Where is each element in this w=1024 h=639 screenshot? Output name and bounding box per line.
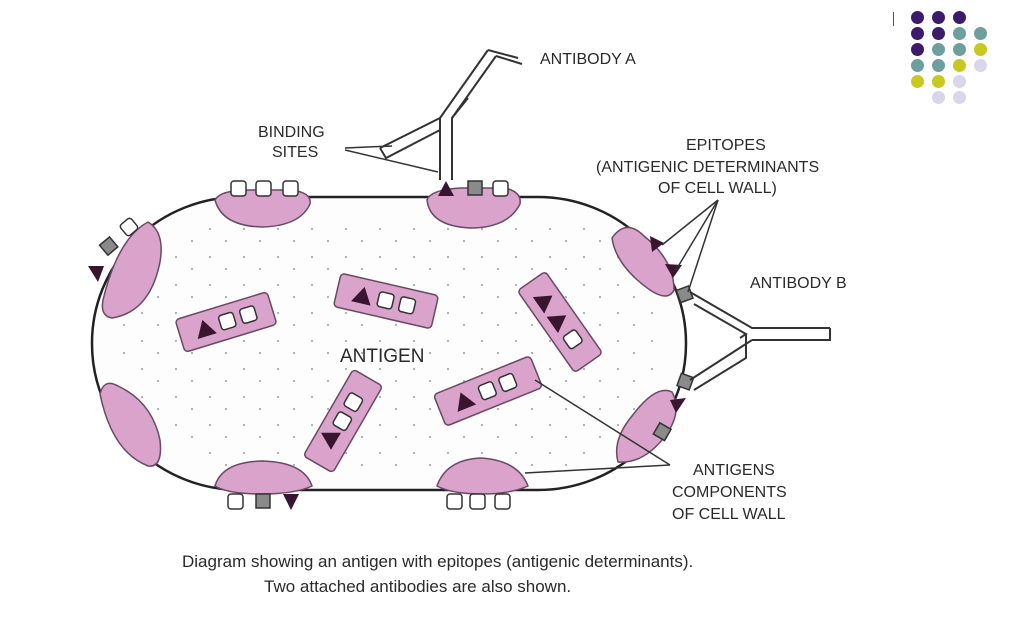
label-components-line1: ANTIGENS <box>693 462 775 479</box>
antibody-b <box>690 292 830 390</box>
label-binding-sites-line1: BINDING <box>258 124 325 141</box>
antibody-a <box>380 50 522 180</box>
caption-line-1: Diagram showing an antigen with epitopes… <box>182 552 693 571</box>
caption-line-2: Two attached antibodies are also shown. <box>264 577 571 596</box>
label-epitopes-line3: OF CELL WALL) <box>658 180 777 197</box>
label-binding-sites-line2: SITES <box>272 144 318 161</box>
label-components-line2: COMPONENTS <box>672 484 787 501</box>
label-antibody-a: ANTIBODY A <box>540 51 636 68</box>
label-antibody-b: ANTIBODY B <box>750 275 847 292</box>
label-components-line3: OF CELL WALL <box>672 506 786 523</box>
label-antigen: ANTIGEN <box>340 346 424 367</box>
label-epitopes-line2: (ANTIGENIC DETERMINANTS <box>596 159 819 176</box>
label-epitopes-line1: EPITOPES <box>686 137 766 154</box>
